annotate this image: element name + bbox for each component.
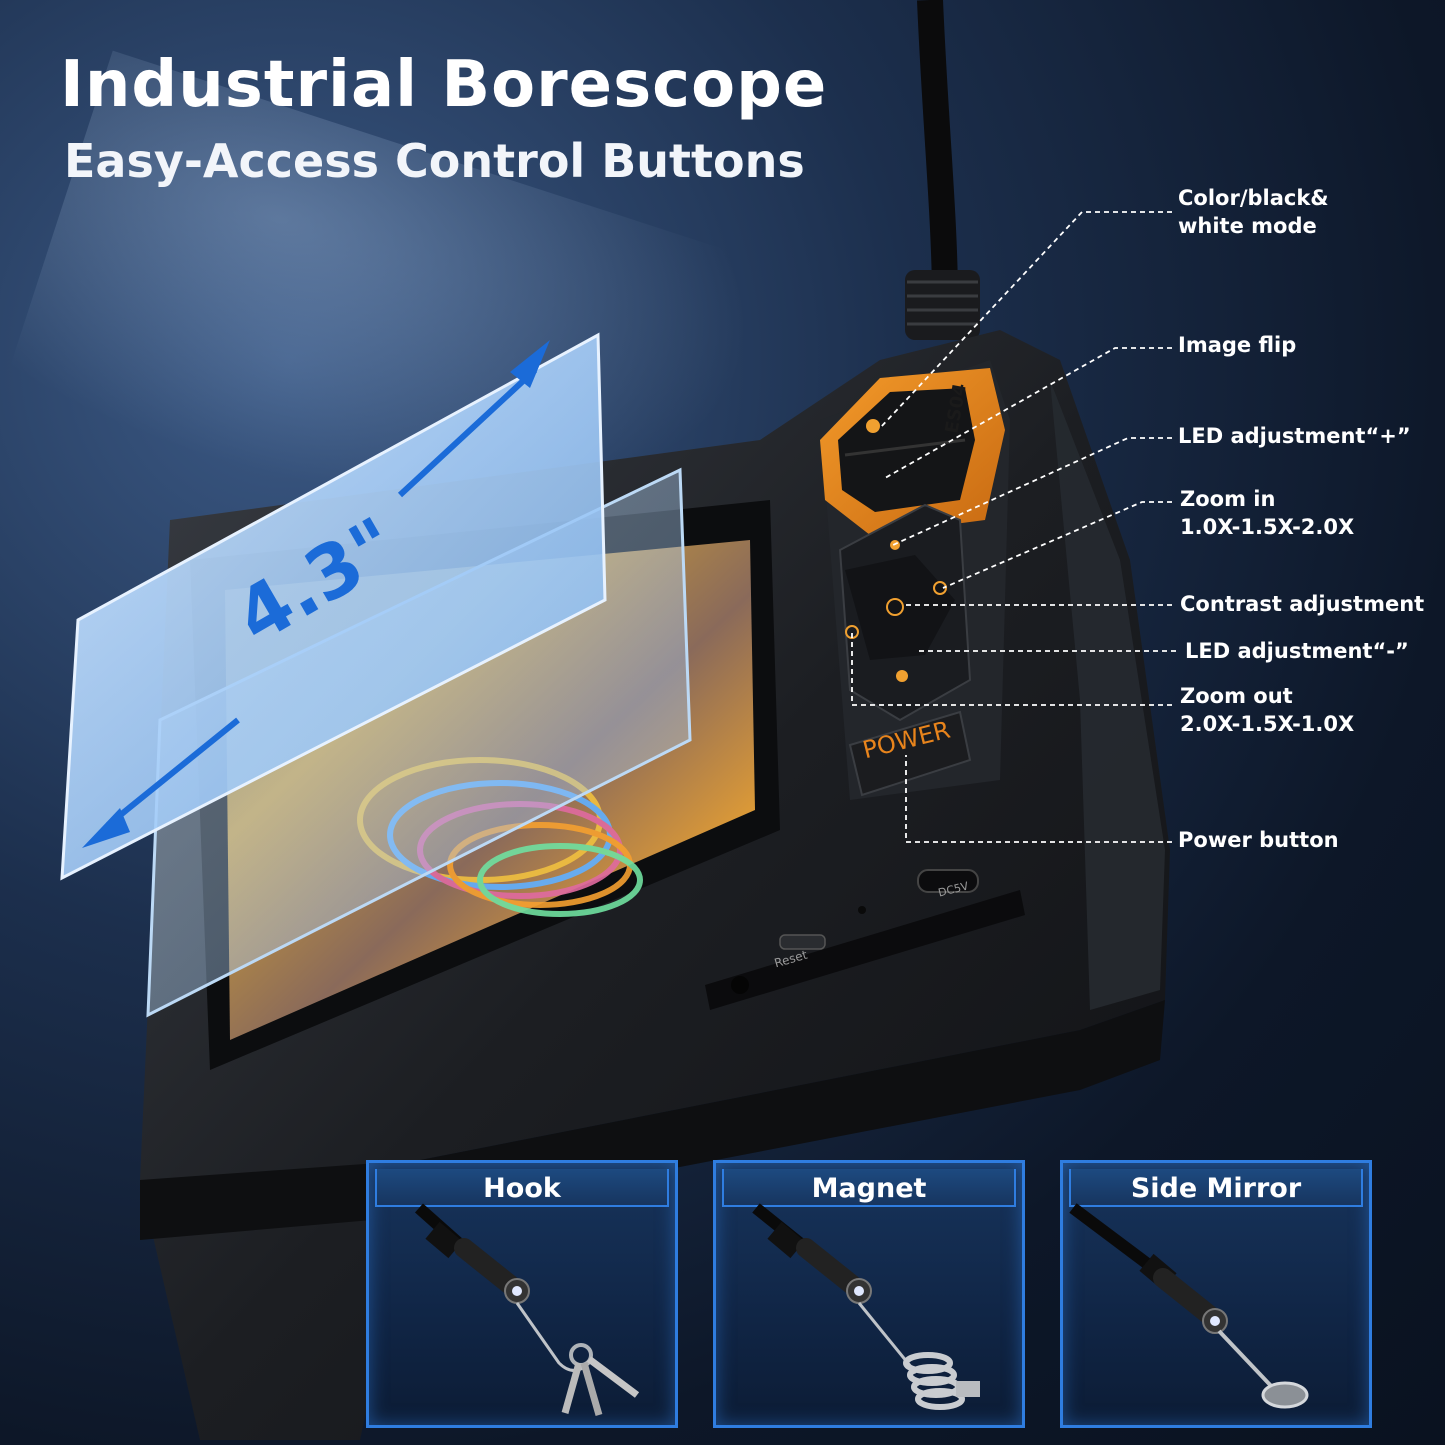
callout-power: Power button [1178, 828, 1339, 852]
size-arrow [106, 717, 240, 828]
screen-protector-front [60, 332, 607, 881]
callout-leaders [851, 211, 1176, 843]
callout-led-minus: LED adjustment“-” [1185, 639, 1409, 663]
page-subtitle: Easy-Access Control Buttons [64, 134, 805, 188]
hook-icon [415, 1203, 640, 1416]
magnet-icon [752, 1203, 980, 1410]
side-mirror-icon [1069, 1203, 1309, 1409]
power-button [848, 710, 972, 797]
accessory-label: Side Mirror [1130, 1173, 1302, 1204]
accessory-label: Magnet [811, 1173, 927, 1204]
sd-slot [705, 890, 1025, 1010]
cable [917, 0, 958, 301]
callout-contrast: Contrast adjustment [1180, 592, 1425, 616]
accessory-tile-side-mirror: Side Mirror [1060, 1160, 1372, 1428]
callout-led-plus: LED adjustment“+” [1178, 424, 1411, 448]
page-title: Industrial Borescope [60, 48, 828, 122]
headphone-jack [731, 976, 749, 994]
accessory-tile-hook: Hook [366, 1160, 678, 1428]
usb-port [917, 869, 979, 893]
callout-color-mode: Color/black&white mode [1178, 186, 1329, 238]
callout-image-flip: Image flip [1178, 333, 1297, 357]
reset-button [779, 934, 826, 950]
accessory-tile-magnet: Magnet [713, 1160, 1025, 1428]
accessory-label: Hook [483, 1173, 561, 1204]
